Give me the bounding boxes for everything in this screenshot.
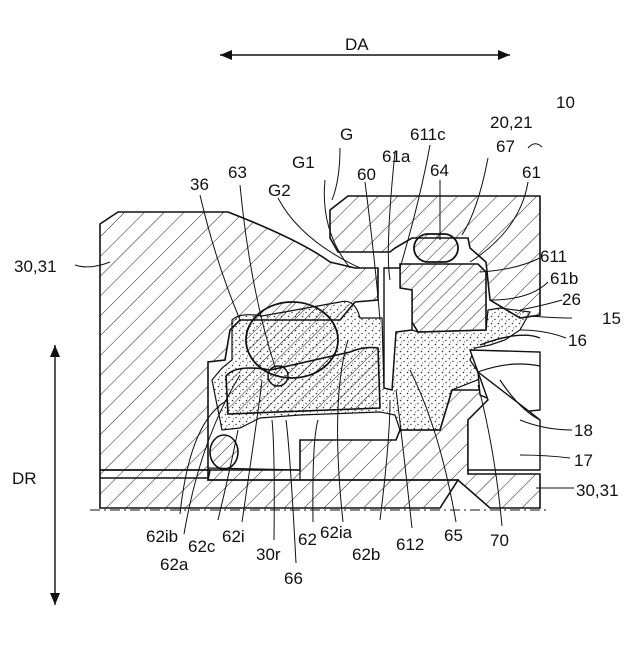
o-ring-64 [414, 234, 458, 262]
ref-30-31-right: 30,31 [576, 481, 619, 500]
ref-61: 61 [522, 163, 541, 182]
ref-10: 10 [556, 93, 575, 112]
ref-61b: 61b [550, 269, 578, 288]
ref-612: 612 [396, 535, 424, 554]
ref-g2: G2 [268, 181, 291, 200]
ref-g1: G1 [292, 153, 315, 172]
ref-30r: 30r [256, 545, 281, 564]
ref-26: 26 [562, 290, 581, 309]
ref-16: 16 [568, 331, 587, 350]
ref-63: 63 [228, 163, 247, 182]
ref-36: 36 [190, 175, 209, 194]
ref-61a: 61a [382, 147, 411, 166]
ref-20-21: 20,21 [490, 113, 533, 132]
ref-66: 66 [284, 569, 303, 588]
ref-611c: 611c [410, 125, 446, 144]
ring-36 [246, 302, 338, 378]
ref-62b: 62b [352, 545, 380, 564]
member-61 [400, 264, 486, 332]
ref-60: 60 [357, 165, 376, 184]
label-dr: DR [12, 469, 37, 488]
ball-30r [268, 366, 288, 386]
ref-65: 65 [444, 526, 463, 545]
ref-g: G [340, 125, 353, 144]
ref-18: 18 [574, 421, 593, 440]
ref-62a: 62a [160, 555, 189, 574]
ref-62: 62 [298, 530, 317, 549]
ref-70: 70 [490, 531, 509, 550]
ref-62ib: 62ib [146, 527, 178, 546]
label-da: DA [345, 35, 369, 54]
direction-arrow-dr [50, 345, 60, 605]
ref-611: 611 [540, 247, 567, 266]
ref-62i: 62i [222, 527, 245, 546]
ref-62ia: 62ia [320, 523, 353, 542]
ref-64: 64 [430, 161, 449, 180]
ref-67: 67 [496, 137, 515, 156]
ref-30-31-left: 30,31 [14, 257, 57, 276]
ref-62c: 62c [188, 537, 216, 556]
ref-17: 17 [574, 451, 593, 470]
ref-15: 15 [602, 309, 621, 328]
